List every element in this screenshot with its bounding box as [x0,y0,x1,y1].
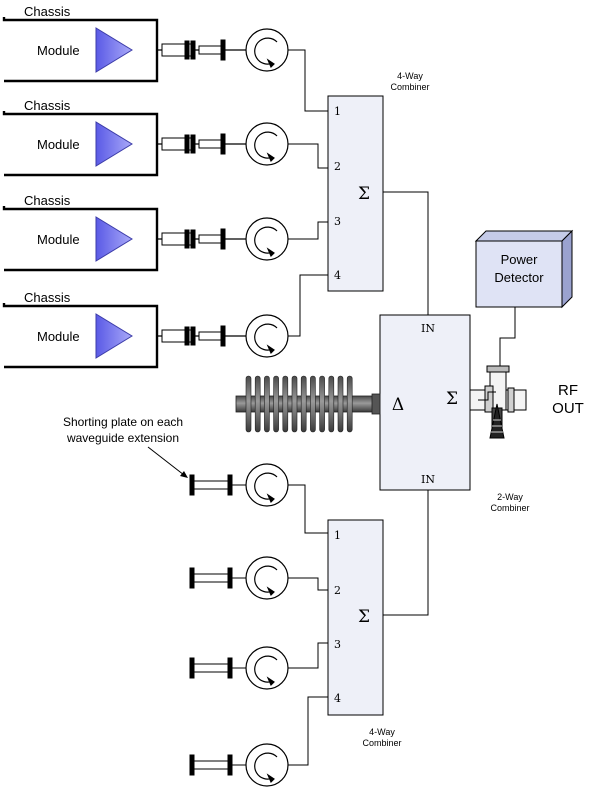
lower-connections [288,484,429,766]
combiner-title: 2-Way [497,492,523,502]
heatsink-fin [291,375,298,433]
chassis-group: Chassis Module Chassis Module Chassis Mo… [2,4,159,369]
module-label: Module [37,137,80,152]
chassis-4: Chassis Module [2,290,159,369]
circulator-icon [245,122,289,166]
module-label: Module [37,232,80,247]
port-label: 2 [334,160,341,173]
heatsink-fin [264,375,270,433]
rf-out-text: RF [558,382,578,399]
input-label: IN [421,322,435,335]
heatsink-fin [319,375,325,433]
port-label: 1 [334,529,341,542]
shorted-waveguide [189,754,246,776]
circulator-icon [245,463,289,507]
port-label: 3 [334,215,341,228]
circulator-icon [245,556,289,600]
heatsink-fin [282,375,289,433]
port-label: 1 [334,105,341,118]
sum-symbol: Σ [446,389,458,409]
circulator-icon [245,28,289,72]
lower-waveguides [189,474,246,776]
module-label: Module [37,43,80,58]
shorted-waveguide [189,657,246,679]
combiner-title: 4-Way [397,71,423,81]
load-heatsink [235,375,381,433]
upper-waveguides [157,39,246,347]
delta-symbol: Δ [392,395,404,415]
lower-circulators [245,463,289,787]
combiner-title: Combiner [390,82,429,92]
heatsink-fin [245,375,252,433]
lower-combiner: 1 2 3 4 Σ 4-Way Combiner [327,519,402,748]
directional-coupler [469,365,527,439]
shorted-waveguide [189,474,246,496]
combiner-title: Combiner [490,503,529,513]
module-label: Module [37,329,80,344]
upper-combiner: 1 2 3 4 Σ 4-Way Combiner [327,71,430,292]
amplifier-triangle [95,121,133,167]
two-way-combiner: IN IN Δ Σ 2-Way Combiner [379,314,530,513]
waveguide-3 [157,228,246,250]
chassis-label: Chassis [24,98,71,113]
sum-symbol: Σ [358,184,370,204]
waveguide-1 [157,39,246,61]
note-text: waveguide extension [66,431,179,445]
combiner-title: 4-Way [369,727,395,737]
port-label: 3 [334,638,341,651]
heatsink-fin [310,375,316,433]
power-detector: Power Detector [474,229,574,368]
circulator-icon [245,217,289,261]
chassis-2: Chassis Module [2,98,159,177]
chassis-label: Chassis [24,290,71,305]
rf-out-label: RF OUT [552,382,584,417]
amplifier-triangle [95,313,133,359]
shorted-waveguide [189,567,246,589]
upper-connections [288,49,429,337]
chassis-3: Chassis Module [2,193,159,272]
detector-label: Detector [494,270,544,285]
note-text: Shorting plate on each [63,415,183,429]
shorting-plate-note: Shorting plate on each waveguide extensi… [63,415,188,478]
detector-label: Power [501,252,539,267]
upper-circulators [245,28,289,358]
circulator-icon [245,743,289,787]
heatsink-fin [337,375,344,433]
amplifier-triangle [95,216,133,262]
amplifier-triangle [95,27,133,73]
heatsink-fin [254,375,261,433]
note-arrow [147,446,185,476]
input-label: IN [421,473,435,486]
heatsink-fin [273,375,279,433]
rf-out-text: OUT [552,400,584,417]
port-label: 2 [334,584,341,597]
chassis-label: Chassis [24,4,71,19]
waveguide-2 [157,133,246,155]
circulator-icon [245,314,289,358]
heatsink-fin [300,375,307,433]
combiner-title: Combiner [362,738,401,748]
heatsink-fin [346,375,353,433]
chassis-label: Chassis [24,193,71,208]
arrow-head-icon [180,471,188,478]
chassis-1: Chassis Module [2,4,159,83]
circulator-icon [245,646,289,690]
heatsink-fin [328,375,335,433]
port-label: 4 [334,692,341,705]
port-label: 4 [334,269,341,282]
sum-symbol: Σ [358,607,370,627]
waveguide-4 [157,325,246,347]
